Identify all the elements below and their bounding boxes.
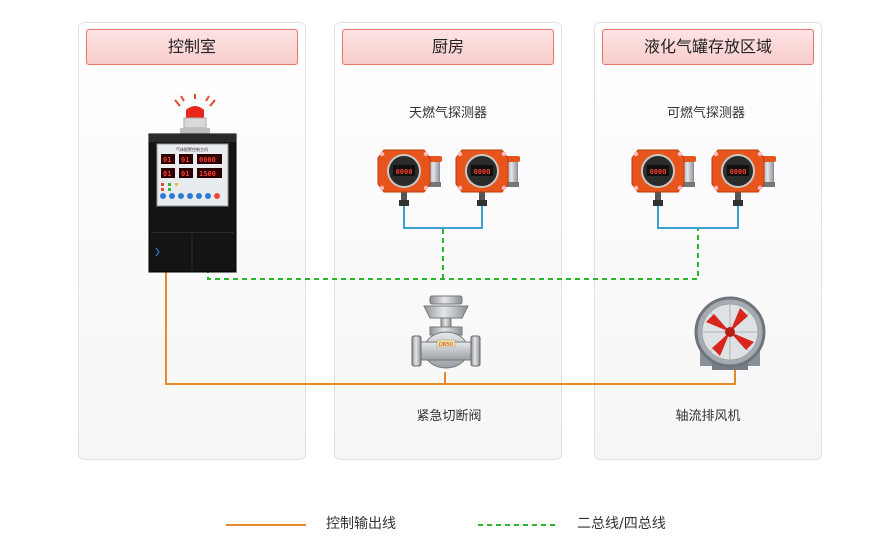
alarm-light-icon	[174, 94, 216, 134]
emergency-valve-icon: DN50	[411, 295, 481, 369]
controller-readout-6: 1500	[199, 170, 216, 178]
controller-readout-5: 01	[181, 170, 189, 178]
combustible-gas-detector-1: 0000	[631, 149, 697, 207]
tank-sensor-wire	[657, 204, 739, 229]
control-output-line	[165, 272, 736, 385]
combustible-gas-detector-2: 0000	[711, 149, 777, 207]
axial-fan-icon	[694, 296, 766, 370]
kitchen-title: 厨房	[342, 29, 554, 65]
legend-bus-line-label: 二总线/四总线	[577, 516, 666, 532]
controller-readout-2: 01	[181, 156, 189, 164]
detector-display: 0000	[396, 168, 413, 176]
controller-readout-3: 0000	[199, 156, 216, 164]
bus-line	[207, 228, 699, 280]
natural-gas-detector-2: 0000	[455, 149, 521, 207]
natural-gas-detector-label: 天燃气探测器	[408, 106, 488, 121]
kitchen-sensor-wire	[403, 204, 483, 229]
detector-display: 0000	[474, 168, 491, 176]
combustible-gas-detector-label: 可燃气探测器	[666, 106, 746, 121]
control-room-panel: 控制室	[78, 22, 306, 460]
controller-buttons	[160, 183, 220, 199]
controller-title: 气体报警控制主机	[176, 146, 208, 152]
legend-control-output-label: 控制输出线	[326, 516, 396, 532]
detector-display: 0000	[650, 168, 667, 176]
controller-readout-1: 01	[163, 156, 171, 164]
tank-area-title: 液化气罐存放区域	[602, 29, 814, 65]
kitchen-panel: 厨房	[334, 22, 562, 460]
emergency-valve-label: 紧急切断阀	[416, 409, 482, 424]
natural-gas-detector-1: 0000	[377, 149, 443, 207]
controller-readout-4: 01	[163, 170, 171, 178]
tank-area-panel: 液化气罐存放区域	[594, 22, 822, 460]
control-room-title: 控制室	[86, 29, 298, 65]
detector-display: 0000	[730, 168, 747, 176]
alarm-controller: 气体报警控制主机 01 01 0000 01 01 1500	[148, 133, 237, 273]
valve-tag: DN50	[439, 342, 453, 348]
axial-fan-label: 轴流排风机	[675, 409, 741, 424]
